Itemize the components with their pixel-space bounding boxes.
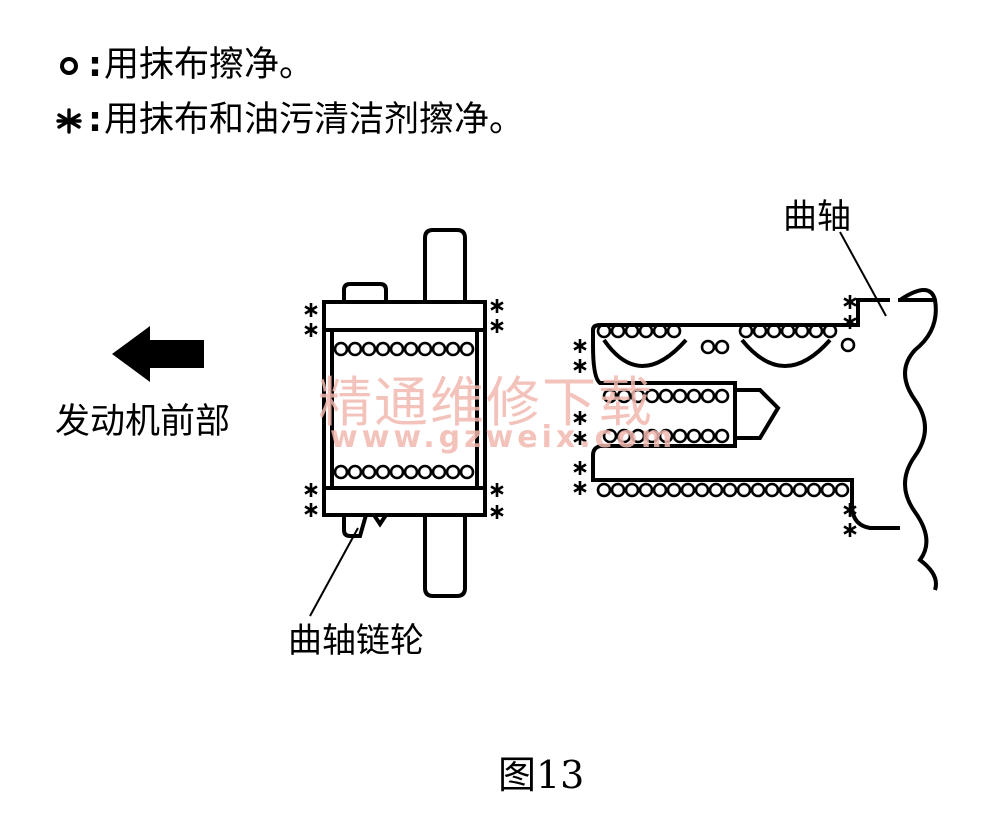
engine-front-label: 发动机前部 [55,402,231,442]
circle-icon [52,55,86,77]
crank-sprocket-label: 曲轴链轮 [288,621,424,661]
sprocket-wipe-circles [333,341,475,480]
figure-caption: 图13 [498,753,585,797]
crankshaft [591,288,938,591]
crankshaft-label: 曲轴 [783,197,851,237]
crankshaft-leader-line [839,231,887,317]
legend-text-cleaner: 用抹布和油污清洁剂擦净。 [104,100,525,140]
legend-separator: : [88,45,102,85]
watermark-text: 精通维修下载 [318,371,654,434]
left-arrow-icon [112,326,204,382]
legend-row-wipe: : 用抹布擦净。 [52,48,314,83]
crank-sprocket [322,228,487,598]
asterisk-icon [52,107,86,134]
legend-text-wipe: 用抹布擦净。 [104,45,315,85]
legend-row-cleaner: : 用抹布和油污清洁剂擦净。 [52,103,524,138]
sprocket-leader-line [309,527,359,617]
crankshaft-wipe-circles [596,323,856,498]
watermark-url: www.gzweix.com [330,420,677,455]
legend-separator: : [88,100,102,140]
